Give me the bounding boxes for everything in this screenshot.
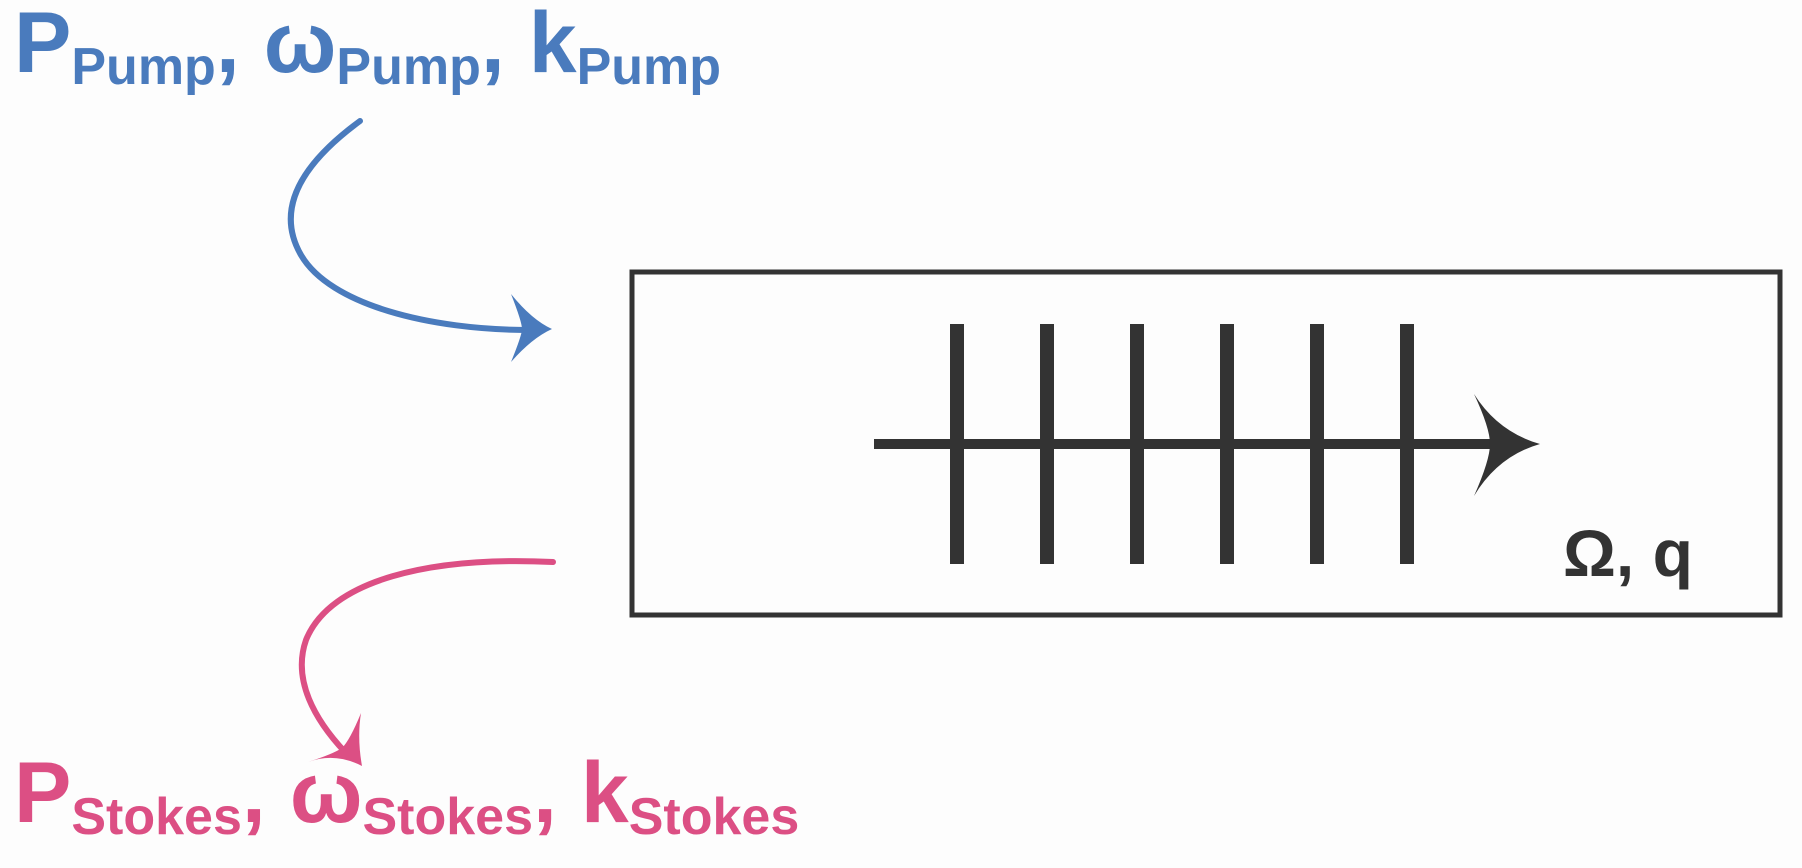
pump-arrowhead — [511, 294, 552, 362]
stokes-wavevector-symbol: k — [581, 745, 629, 841]
pump-freq-subscript: Pump — [336, 38, 480, 96]
acoustic-wave-label: Ω, q — [1563, 516, 1693, 590]
pump-power-subscript: Pump — [71, 38, 215, 96]
stokes-freq-symbol: ω — [290, 745, 363, 841]
stokes-arrowhead — [308, 713, 362, 766]
pump-wavevector-subscript: Pump — [577, 38, 721, 96]
stokes-arrow-curve — [298, 558, 556, 755]
pump-freq-symbol: ω — [264, 0, 337, 91]
waveguide-box — [629, 269, 1783, 618]
stokes-wavevector-subscript: Stokes — [629, 788, 800, 846]
stokes-separator-1: , — [242, 745, 266, 841]
pump-label: PPump,ωPump,kPump — [14, 0, 721, 96]
acoustic-wave-arrowhead — [1474, 394, 1540, 496]
stokes-power-symbol: P — [14, 745, 71, 841]
stokes-label: PStokes,ωStokes,kStokes — [14, 745, 799, 846]
stokes-freq-subscript: Stokes — [362, 788, 533, 846]
pump-wavevector-symbol: k — [529, 0, 577, 91]
stokes-separator-2: , — [533, 745, 557, 841]
pump-power-symbol: P — [14, 0, 71, 91]
pump-separator-1: , — [216, 0, 240, 91]
stokes-power-subscript: Stokes — [71, 788, 242, 846]
pump-arrow-curve — [287, 118, 533, 333]
pump-separator-2: , — [481, 0, 505, 91]
